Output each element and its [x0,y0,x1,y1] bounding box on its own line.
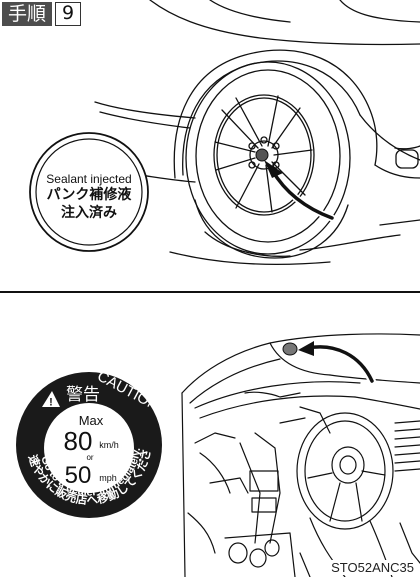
speed-kmh-unit: km/h [99,440,119,450]
caution-title-jp: 警告 [66,385,100,405]
step-illustration-wheel: Sealant injected パンク補修液 注入済み [0,0,420,291]
wheel-illustration [0,0,420,291]
step-label: 手順 [2,2,52,26]
speed-mph-value: 50 [65,462,92,489]
figure-code: STO52ANC35 [328,560,414,575]
caution-sticker: ! 警告 CAUTION 速やかに販売店へ移動してください。 Go to a d… [0,293,162,518]
or-label: or [86,453,93,462]
speed-mph-unit: mph [99,473,117,483]
speed-kmh-value: 80 [64,426,93,456]
dashboard-illustration: ! 警告 CAUTION 速やかに販売店へ移動してください。 Go to a d… [0,293,420,577]
sealant-sticker-line2: パンク補修液 [30,186,148,204]
step-number: 9 [55,2,81,26]
sealant-sticker-line1: Sealant injected [30,172,148,186]
step-header: 手順 9 [2,2,81,26]
sealant-sticker-text: Sealant injected パンク補修液 注入済み [30,172,148,222]
warning-triangle-icon: ! [49,397,53,409]
sealant-sticker-line3: 注入済み [30,204,148,222]
step-illustration-dashboard: ! 警告 CAUTION 速やかに販売店へ移動してください。 Go to a d… [0,293,420,577]
